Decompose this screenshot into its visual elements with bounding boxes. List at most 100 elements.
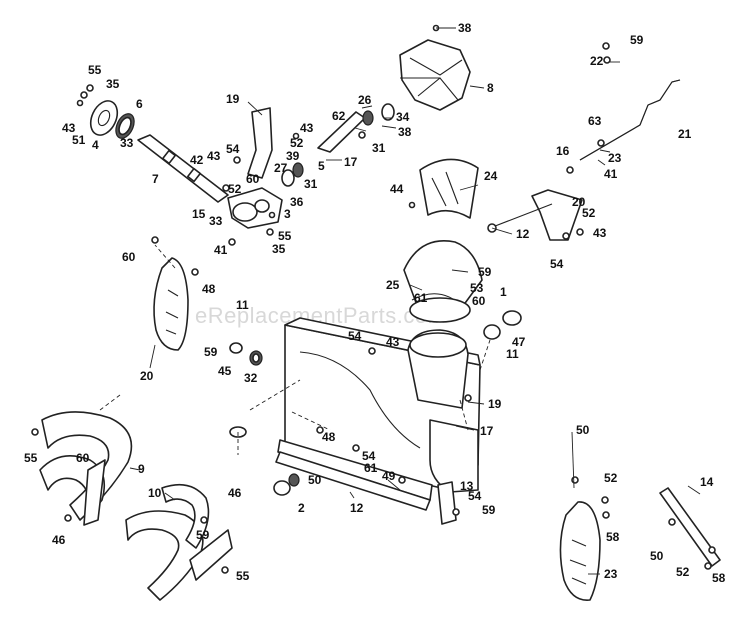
callout-7: 7 (152, 172, 159, 186)
callout-54: 54 (226, 142, 240, 156)
chute-deflector-part (419, 158, 479, 219)
callout-58: 59 (478, 265, 492, 279)
callout-52d: 52 (604, 471, 618, 485)
callout-37: 38 (398, 125, 412, 139)
callout-59d: 59 (196, 528, 210, 542)
auger-left-part (39, 411, 133, 526)
callout-60b: 60 (122, 250, 136, 264)
callout-52b: 52 (228, 182, 242, 196)
callout-43d: 43 (386, 335, 400, 349)
callout-33b: 33 (209, 214, 223, 228)
callout-56b: 58 (712, 571, 726, 585)
leader-lines (129, 27, 701, 575)
discharge-chute-part (403, 240, 483, 323)
callout-56: 58 (606, 530, 620, 544)
callout-38: 38 (458, 21, 472, 35)
callout-42: 43 (62, 121, 76, 135)
callout-11b: 11 (506, 347, 519, 361)
callout-55: 55 (88, 63, 102, 77)
crank-bracket-part (487, 189, 583, 241)
callout-57: 59 (204, 345, 218, 359)
callout-31b: 31 (304, 177, 318, 191)
impeller-fan-part (399, 39, 471, 111)
callout-19: 17 (480, 424, 494, 438)
callout-46: 46 (228, 486, 242, 500)
callout-48b: 48 (322, 430, 336, 444)
callout-54c: 54 (348, 329, 362, 343)
callout-60: 60 (246, 172, 260, 186)
callout-38b: 39 (286, 149, 300, 163)
callout-54d: 54 (362, 449, 376, 463)
skid-shoe-part (437, 481, 457, 525)
callout-43: 43 (300, 121, 314, 135)
callout-50: 50 (576, 423, 590, 437)
callout-52: 52 (290, 136, 304, 150)
callout-39: 41 (604, 167, 618, 181)
callout-17: 15 (192, 207, 206, 221)
callout-23: 21 (678, 127, 692, 141)
callout-33: 33 (120, 136, 134, 150)
callout-6: 6 (136, 97, 143, 111)
callout-61: 61 (414, 291, 428, 305)
callout-26: 22 (590, 54, 604, 68)
callout-30b: 27 (274, 161, 288, 175)
gear-housing-part (227, 107, 283, 229)
callout-13: 12 (350, 501, 364, 515)
callout-24: 20 (140, 369, 154, 383)
callout-43b: 43 (207, 149, 221, 163)
callout-2: 2 (298, 501, 305, 515)
callout-labels: 38 59 22 55 35 8 19 26 6 62 34 63 43 43 … (24, 21, 726, 585)
callout-10: 10 (148, 486, 162, 500)
side-plate-right-part (559, 501, 601, 601)
callout-28: 24 (484, 169, 498, 183)
callout-30: 26 (358, 93, 372, 107)
callout-55b: 55 (278, 229, 292, 243)
callout-32: 32 (244, 371, 258, 385)
drive-shaft-part (137, 134, 229, 203)
callout-49: 49 (382, 469, 396, 483)
callout-46b: 46 (52, 533, 66, 547)
callout-27: 23 (608, 151, 622, 165)
callout-58b: 59 (482, 503, 496, 517)
callout-54e: 54 (468, 489, 482, 503)
callout-45: 45 (218, 364, 232, 378)
callout-52c: 52 (582, 206, 596, 220)
callout-11: 11 (236, 298, 249, 312)
callout-14: 13 (460, 479, 474, 493)
callout-5: 5 (318, 159, 325, 173)
callout-40: 42 (190, 153, 204, 167)
callout-3: 3 (284, 207, 291, 221)
auger-housing-part (284, 317, 481, 493)
callout-50c: 50 (650, 549, 664, 563)
side-plate-left-part (153, 257, 189, 351)
impeller-shaft-part (281, 103, 395, 187)
callout-44: 44 (390, 182, 404, 196)
skid-part (659, 487, 721, 567)
callout-50b: 50 (308, 473, 322, 487)
callout-22: 20 (572, 195, 586, 209)
callout-1: 1 (500, 285, 507, 299)
hardware-parts (31, 24, 716, 574)
callout-15: 16 (556, 144, 570, 158)
callout-21: 19 (488, 397, 502, 411)
callout-48: 48 (202, 282, 216, 296)
callout-55c: 55 (24, 451, 38, 465)
callout-63: 63 (588, 114, 602, 128)
callout-41: 41 (214, 243, 228, 257)
callout-31: 31 (372, 141, 386, 155)
callout-4: 4 (92, 138, 99, 152)
callout-18: 17 (344, 155, 358, 169)
callout-51: 51 (72, 133, 86, 147)
callout-36: 36 (290, 195, 304, 209)
callout-29: 25 (386, 278, 400, 292)
callout-55d: 55 (236, 569, 250, 583)
callout-59: 59 (630, 33, 644, 47)
callout-20: 19 (226, 92, 240, 106)
callout-53: 53 (470, 281, 484, 295)
callout-47: 47 (512, 335, 526, 349)
callout-35b: 35 (272, 242, 286, 256)
callout-12: 12 (516, 227, 530, 241)
callout-25: 23 (604, 567, 618, 581)
